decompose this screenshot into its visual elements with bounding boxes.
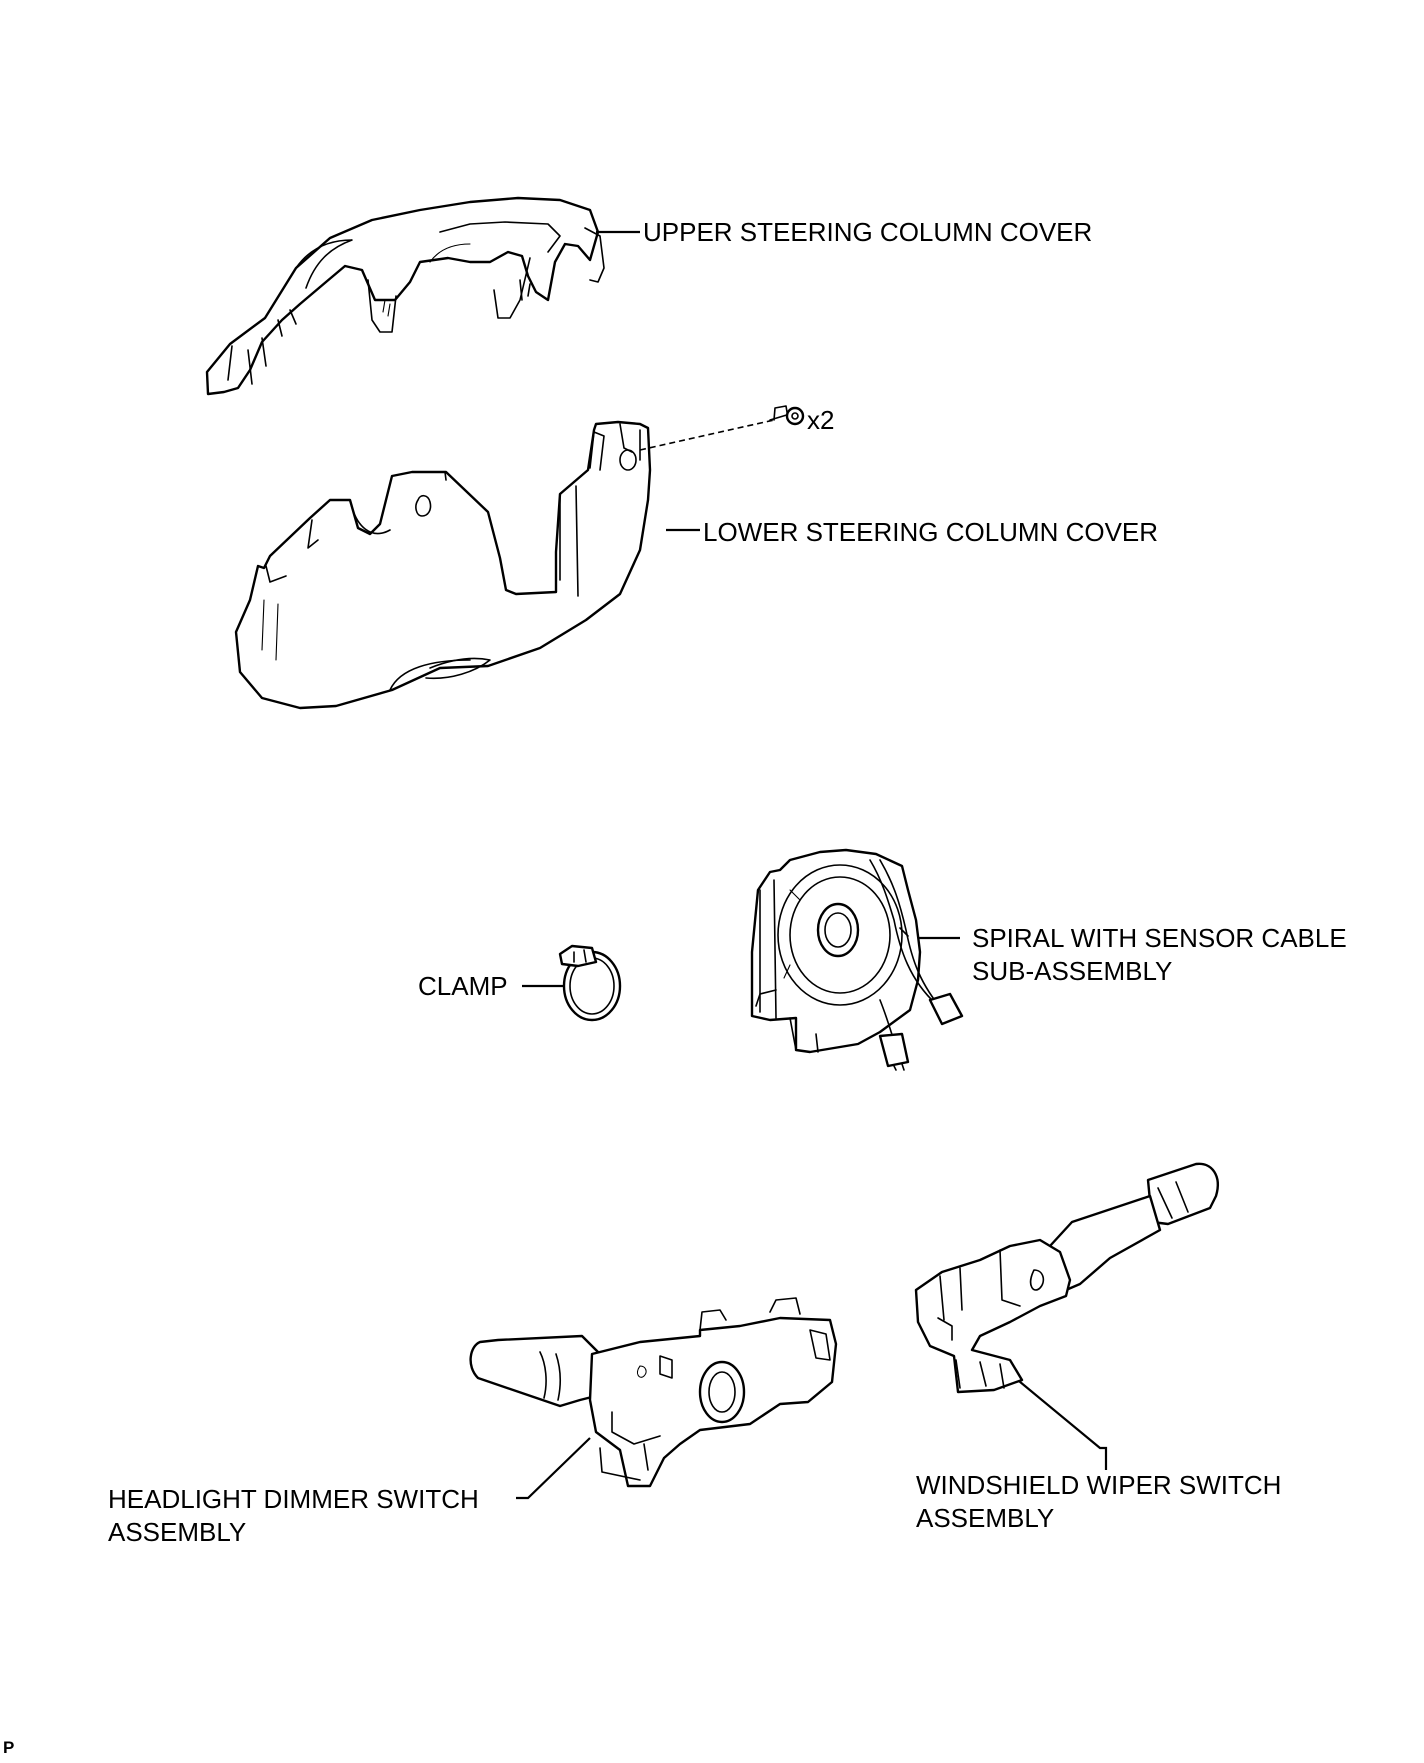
wiper-switch-label-line1: WINDSHIELD WIPER SWITCH xyxy=(916,1470,1282,1500)
spiral-cable-drawing xyxy=(750,848,964,1071)
clamp-label: CLAMP xyxy=(418,971,508,1001)
lower-cover-label: LOWER STEERING COLUMN COVER xyxy=(703,517,1159,547)
leader-lines xyxy=(516,230,1108,1500)
corner-mark: P xyxy=(3,1738,15,1757)
windshield-wiper-switch-drawing xyxy=(914,1162,1219,1394)
screw-drawing xyxy=(639,405,805,451)
headlight-dimmer-switch-drawing xyxy=(469,1297,838,1488)
spiral-cable-label-line1: SPIRAL WITH SENSOR CABLE xyxy=(972,923,1347,953)
screw-quantity-label: x2 xyxy=(807,405,835,435)
lower-steering-column-cover-drawing xyxy=(234,420,652,710)
headlight-dimmer-label-line2: ASSEMBLY xyxy=(108,1517,247,1547)
upper-steering-column-cover-drawing xyxy=(205,196,605,396)
clamp-drawing xyxy=(558,944,622,1022)
upper-cover-label: UPPER STEERING COLUMN COVER xyxy=(643,217,1093,247)
headlight-dimmer-label-line1: HEADLIGHT DIMMER SWITCH xyxy=(108,1484,479,1514)
spiral-cable-label-line2: SUB-ASSEMBLY xyxy=(972,956,1173,986)
wiper-switch-label-line2: ASSEMBLY xyxy=(916,1503,1055,1533)
